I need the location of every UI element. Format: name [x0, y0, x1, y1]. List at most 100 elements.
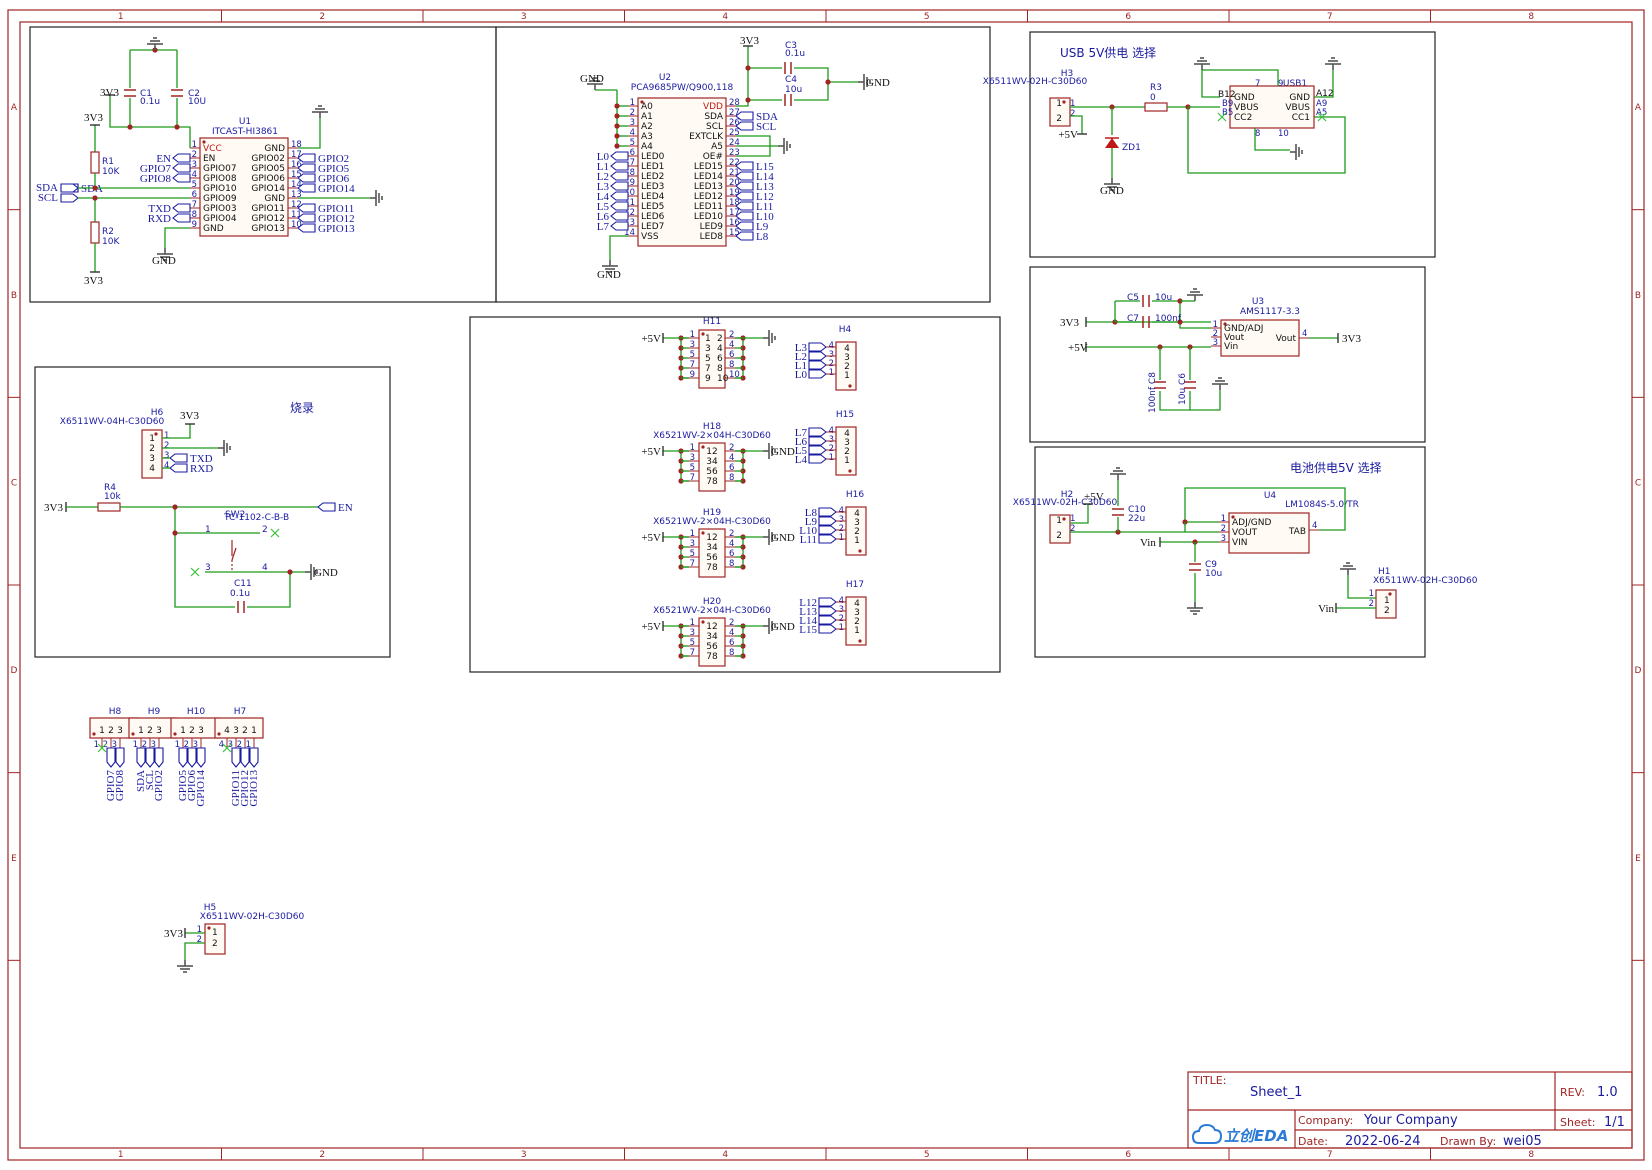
- net-label: L5: [597, 201, 610, 213]
- usb1-body: [1229, 85, 1315, 129]
- h18-body: [698, 442, 726, 492]
- net-label: EN: [156, 153, 171, 165]
- h6-pin-num: 2: [164, 441, 169, 451]
- no-connect-icon: [270, 528, 280, 538]
- net-port: L9: [735, 221, 769, 233]
- u4-pin-num: 1: [1221, 514, 1226, 524]
- u4-battery: U4LM1084S-5.0/TRADJ/GND1VOUT2VIN3TAB4X65…: [1013, 467, 1478, 619]
- h2-part: X6511WV-02H-C30D60: [1013, 498, 1118, 508]
- h17-ref: H17: [846, 580, 864, 590]
- h18-pin: 12: [706, 447, 717, 457]
- switch-symbol: [231, 540, 237, 572]
- h6-pin: 3: [149, 454, 155, 464]
- u1-pin-num: 7: [192, 200, 197, 210]
- u2-pin-name: OE#: [703, 152, 723, 162]
- u1-pin-num: 18: [291, 140, 302, 150]
- h20-pin-num: 1: [690, 618, 695, 628]
- h20-ref: H20: [703, 597, 721, 607]
- ground-icon: [177, 960, 193, 973]
- net-label: L4: [795, 454, 808, 466]
- h18-pin-num: 4: [729, 453, 734, 463]
- h10-pin: 2: [189, 726, 195, 736]
- net-port: L5: [795, 445, 827, 457]
- net-label: L3: [795, 342, 808, 354]
- junction: [614, 103, 620, 109]
- u2-pin-name: SCL: [706, 122, 723, 132]
- resistor-symbol: [97, 502, 121, 512]
- h16-pin-num: 4: [839, 506, 844, 516]
- u1-pin-name: GPIO09: [203, 194, 237, 204]
- ground-icon: [1187, 288, 1203, 301]
- block-ldo: [1029, 266, 1426, 443]
- c9-ref: C9: [1205, 560, 1217, 570]
- drawn-by-label: Drawn By:: [1440, 1135, 1496, 1148]
- h10-pin-num: 2: [184, 740, 189, 750]
- no-connect-icon: [1317, 112, 1327, 122]
- h15-pin-num: 4: [829, 426, 834, 436]
- net-label: L6: [597, 211, 610, 223]
- zener-diode-symbol: [1105, 137, 1119, 148]
- junction: [92, 185, 98, 191]
- h7-pin-num: 1: [246, 740, 251, 750]
- h15-pin-num: 1: [829, 453, 834, 463]
- no-connect-icon: [190, 567, 200, 577]
- c7-val: 100nf: [1155, 314, 1182, 324]
- h5-pin: 2: [212, 939, 218, 949]
- net-label: SDA: [756, 111, 778, 123]
- h19-pin-num: 1: [690, 529, 695, 539]
- net-port: GPIO11: [297, 203, 354, 215]
- h4-pin: 2: [844, 362, 850, 372]
- net-label: L11: [800, 534, 817, 546]
- wire: [735, 450, 744, 482]
- u2-pin-name: LED5: [641, 202, 664, 212]
- net-label: L1: [795, 360, 807, 372]
- h11-pin: 4: [717, 344, 723, 354]
- wire: [680, 450, 689, 482]
- h11-pin-num: 6: [729, 350, 734, 360]
- h11-pin: 5: [705, 354, 711, 364]
- h10-pin-num: 3: [193, 740, 198, 750]
- resistor-symbol: [1144, 102, 1168, 112]
- u2-pin-num: 1: [630, 98, 635, 108]
- u2-pin-name: A2: [641, 122, 653, 132]
- h15-pin: 1: [844, 456, 850, 466]
- gpio-headers: H8112233GPIO7GPIO8H9112233SDASCLGPIO2H10…: [89, 707, 264, 807]
- usb1-pin: B12: [1218, 90, 1236, 100]
- h11-pin: 3: [705, 344, 711, 354]
- net-label: RXD: [148, 213, 171, 225]
- u2-pin-name: LED2: [641, 172, 664, 182]
- h7-body: [214, 717, 264, 739]
- h18-pin-num: 8: [729, 473, 734, 483]
- h18-pin-num: 7: [690, 473, 695, 483]
- h19-pin: 56: [706, 553, 718, 563]
- u2-pwm: U2PCA9685PW/Q900,118A01A12A23A34A45LED06…: [580, 35, 890, 281]
- c1-val: 0.1u: [140, 97, 160, 107]
- net-label: L8: [756, 231, 769, 243]
- u2-part: PCA9685PW/Q900,118: [631, 83, 734, 93]
- usb1-pin: B5: [1222, 108, 1233, 118]
- net-label: GPIO2: [318, 153, 349, 165]
- net-label: GPIO7: [105, 770, 117, 802]
- junction: [172, 530, 178, 536]
- c6-label: 10u C6: [1178, 373, 1188, 405]
- capacitor-symbol: [1142, 295, 1150, 307]
- wire: [184, 942, 205, 960]
- ruler-col: 5: [924, 1150, 930, 1160]
- r3-ref: R3: [1150, 83, 1162, 93]
- net-label: GPIO11: [318, 203, 354, 215]
- rev-label: REV:: [1560, 1086, 1585, 1099]
- h7-pin-num: 4: [219, 740, 224, 750]
- net-gnd: GND: [580, 73, 604, 85]
- h16-pin-num: 3: [839, 515, 844, 525]
- u4-pin-name: VOUT: [1232, 528, 1258, 538]
- h19-pin-num: 2: [729, 529, 734, 539]
- net-port: GPIO12: [297, 213, 355, 225]
- c4-ref: C4: [785, 75, 797, 85]
- net-port: L12: [735, 191, 774, 203]
- u2-pin-num: 23: [729, 148, 740, 158]
- h11-pin-num: 9: [690, 370, 695, 380]
- net-port: GPIO13: [248, 747, 260, 807]
- ground-icon: [1187, 602, 1203, 615]
- h6-pin-num: 1: [164, 431, 169, 441]
